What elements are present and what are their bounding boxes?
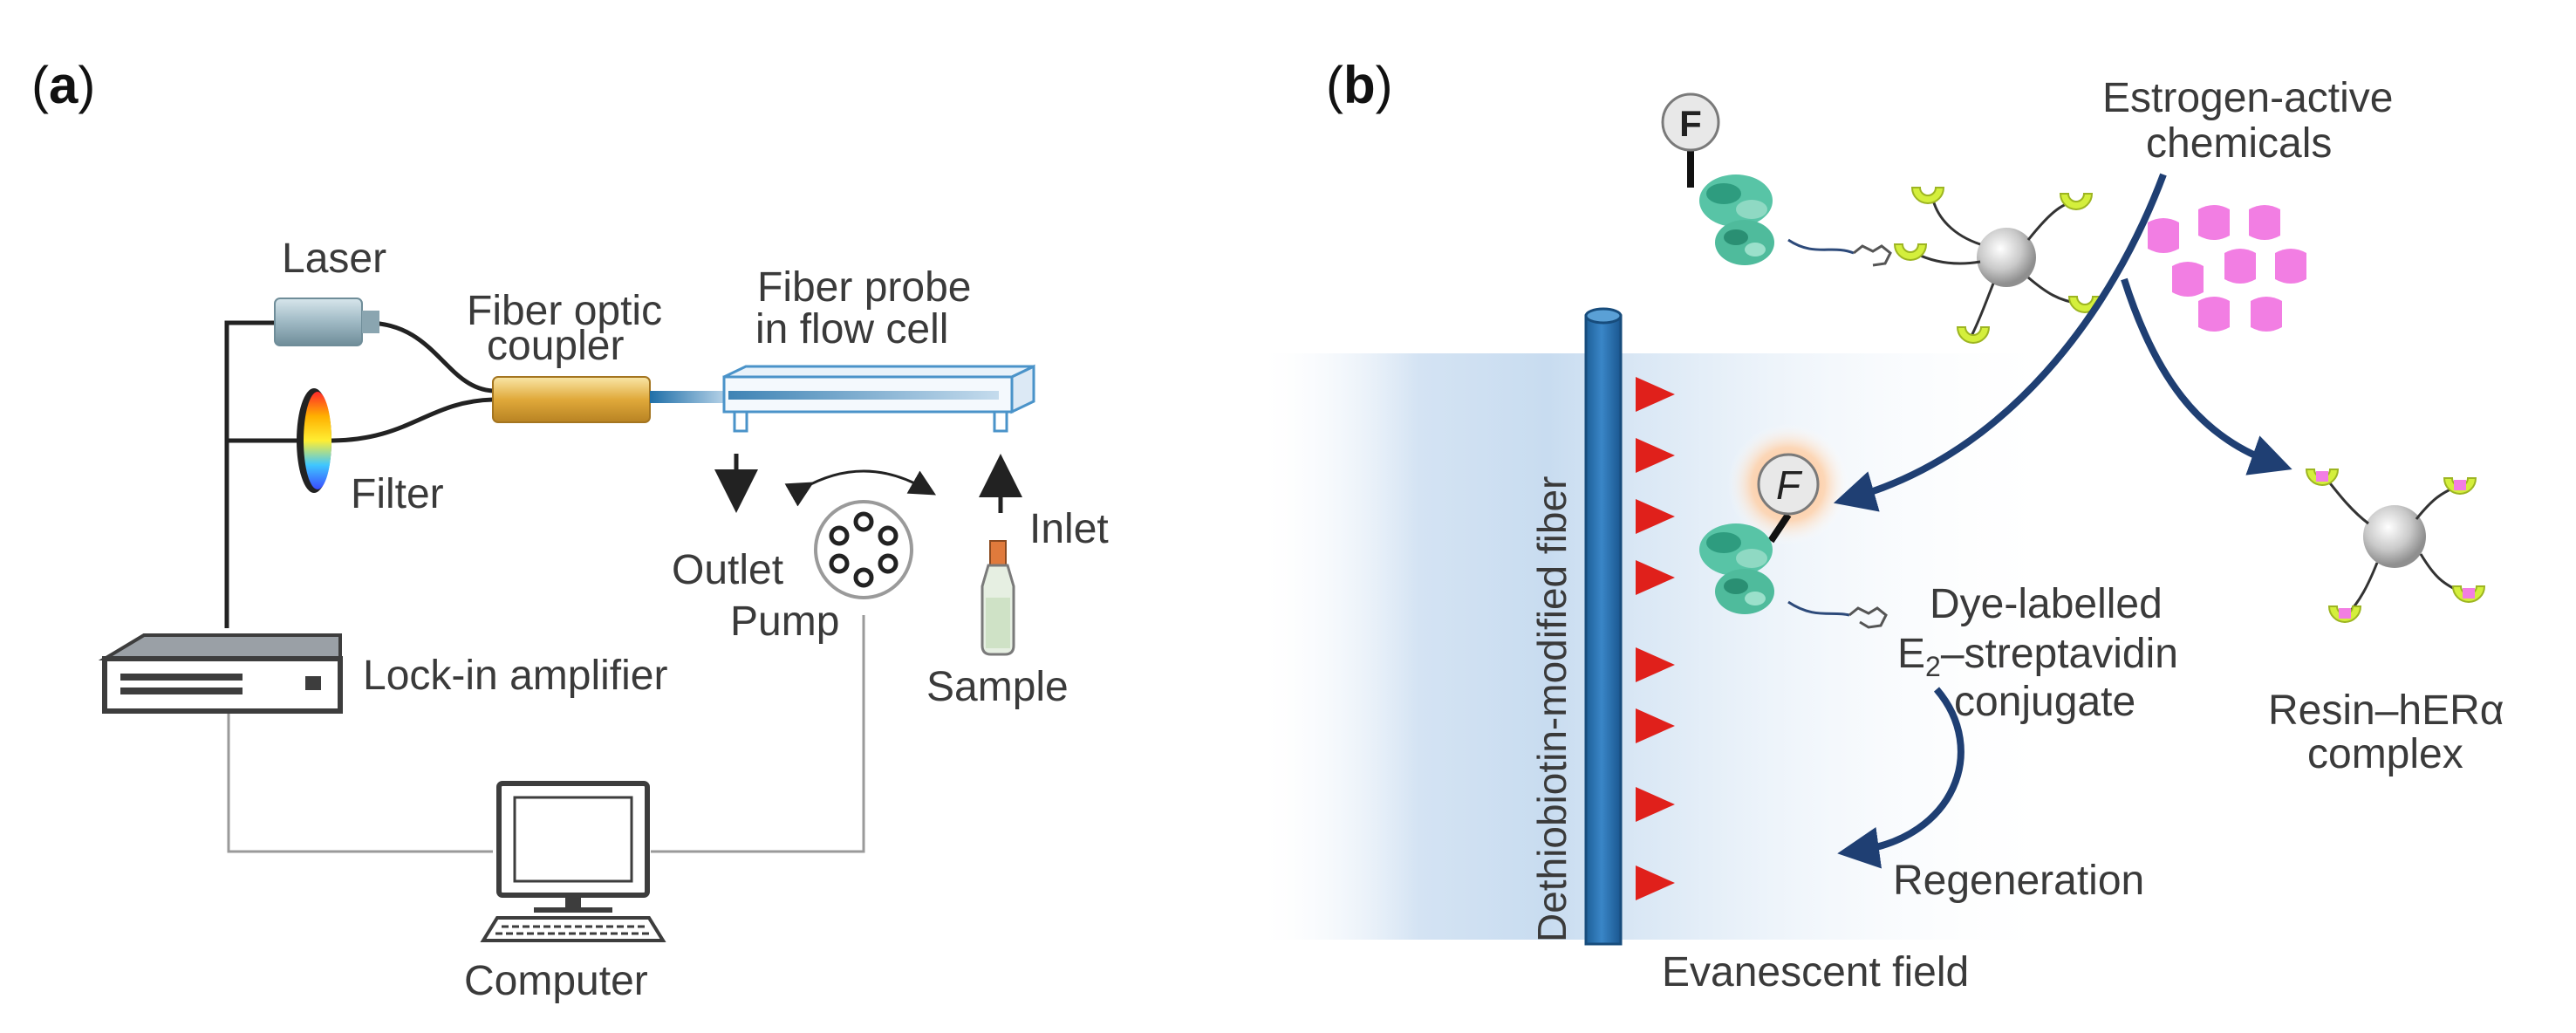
triangle-marker: [1636, 438, 1675, 473]
dethiobiotin-triangles: [1636, 377, 1675, 900]
resin-label-line1: Resin–hERα: [2268, 688, 2504, 734]
evanescent-label: Evanescent field: [1662, 949, 1969, 995]
peristaltic-pump: [784, 469, 937, 599]
pump-label: Pump: [730, 599, 839, 645]
dye-label-line1: Dye-labelled: [1930, 581, 2163, 627]
fiber-rod: [1584, 307, 1623, 946]
signal-wires: [227, 615, 865, 853]
dye-label-line2: E2–streptavidin: [1897, 631, 2178, 682]
sample-label: Sample: [926, 664, 1069, 710]
filter-fiber: [329, 397, 494, 443]
flow-cell: [722, 364, 1035, 433]
triangle-marker: [1636, 708, 1675, 743]
resin-herα-complex: [2306, 469, 2485, 623]
triangle-marker: [1636, 865, 1675, 900]
process-arrows: [1833, 173, 2292, 869]
pump-computer-wire: [651, 615, 865, 853]
filter-label: Filter: [351, 471, 444, 517]
filter-device: [297, 388, 331, 493]
resin-conjugate-top: F: [1661, 92, 2101, 344]
lockin-label: Lock-in amplifier: [363, 653, 667, 699]
resin-label-line2: complex: [2307, 731, 2463, 777]
outlet-label: Outlet: [672, 547, 783, 593]
dye-label-line3: conjugate: [1954, 679, 2135, 725]
estrogen-label-line1: Estrogen-active: [2102, 75, 2394, 121]
sample-bottle: [981, 540, 1015, 656]
triangle-marker: [1636, 647, 1675, 682]
binding-arrow: [1833, 173, 2167, 512]
triangle-marker: [1636, 377, 1675, 412]
fiber-optic-coupler: [492, 376, 728, 423]
regeneration-label: Regeneration: [1893, 858, 2144, 904]
estrogen-chemicals: [2148, 205, 2306, 332]
lockin-computer-wire: [227, 714, 493, 853]
panel-b: (b) Dethiobiotin-modified fiber F: [1256, 56, 2504, 995]
laser-device: [274, 298, 379, 346]
connection-wires: [224, 320, 494, 628]
fluorophore-label: F: [1776, 462, 1803, 508]
panel-a: (a) Laser Filter Fiber optic: [31, 56, 1109, 1004]
probe-label-line2: in flow cell: [755, 306, 948, 352]
computer-device: [480, 781, 666, 942]
triangle-marker: [1636, 560, 1675, 595]
laser-wire: [224, 320, 275, 628]
computer-label: Computer: [464, 958, 648, 1004]
laser-fiber: [366, 320, 494, 393]
inlet-label: Inlet: [1029, 506, 1109, 552]
bound-conjugate: F: [1699, 423, 1888, 629]
probe-label-line1: Fiber probe: [757, 264, 971, 311]
fiber-vertical-label: Dethiobiotin-modified fiber: [1529, 476, 1575, 942]
panel-a-tag: (a): [31, 56, 95, 114]
triangle-marker: [1636, 499, 1675, 534]
capture-arrow: [2121, 277, 2292, 475]
coupler-label-line1: Fiber optic: [467, 288, 662, 334]
fluorophore-label-top: F: [1679, 103, 1702, 144]
triangle-marker: [1636, 787, 1675, 822]
coupler-label-line2: coupler: [487, 323, 624, 369]
regeneration-arrow: [1837, 687, 1964, 869]
estrogen-label-line2: chemicals: [2146, 120, 2332, 167]
laser-label: Laser: [282, 236, 386, 282]
panel-b-tag: (b): [1326, 56, 1393, 114]
lockin-amplifier: [98, 633, 343, 714]
